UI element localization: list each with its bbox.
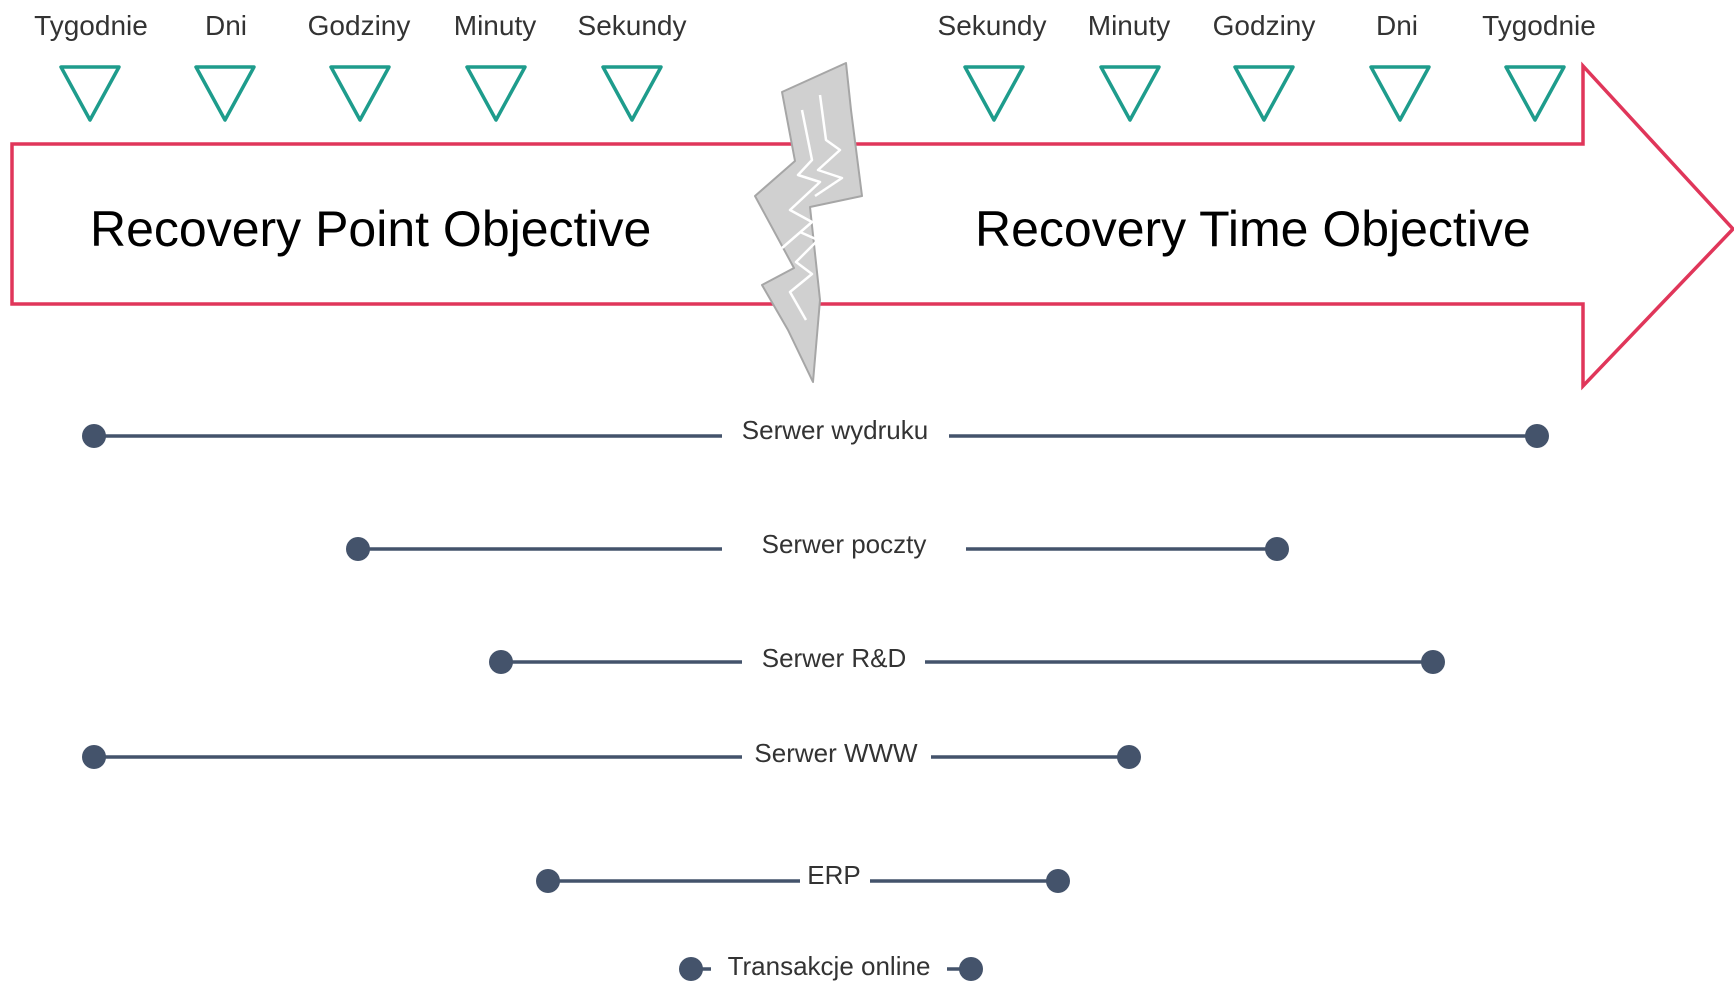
range-start-dot [489,650,513,674]
marker-triangle-icon [1369,65,1431,122]
rpo-scale: Tygodnie Dni Godziny Minuty Sekundy [34,10,686,41]
range-bar-www-server: Serwer WWW [82,738,1141,769]
range-end-dot [1525,424,1549,448]
rto-scale: Sekundy Minuty Godziny Dni Tygodnie [938,10,1596,41]
range-end-dot [959,957,983,981]
range-bar-mail-server: Serwer poczty [346,529,1289,561]
range-start-dot [82,424,106,448]
range-bar-erp: ERP [536,860,1070,893]
range-start-dot [346,537,370,561]
marker-triangle-icon [59,65,121,122]
range-start-dot [536,869,560,893]
range-label: ERP [807,860,860,890]
marker-triangle-icon [194,65,256,122]
rpo-label-days: Dni [205,10,247,41]
rpo-title: Recovery Point Objective [90,201,651,257]
lightning-bolt-icon [754,62,863,383]
range-start-dot [679,957,703,981]
range-bar-online-transactions: Transakcje online [679,951,983,981]
rto-title: Recovery Time Objective [975,201,1531,257]
rto-label-hours: Godziny [1213,10,1316,41]
range-end-dot [1421,650,1445,674]
range-label: Serwer R&D [762,643,906,673]
marker-triangle-icon [1099,65,1161,122]
rto-label-seconds: Sekundy [938,10,1047,41]
rto-label-minutes: Minuty [1088,10,1170,41]
range-end-dot [1046,869,1070,893]
range-label: Serwer poczty [762,529,927,559]
rpo-label-weeks: Tygodnie [34,10,148,41]
range-label: Serwer wydruku [742,415,928,445]
range-label: Transakcje online [728,951,931,981]
marker-triangle-icon [329,65,391,122]
range-end-dot [1265,537,1289,561]
range-label: Serwer WWW [754,738,918,768]
rpo-label-seconds: Sekundy [578,10,687,41]
scale-markers [59,65,1566,122]
marker-triangle-icon [1504,65,1566,122]
rto-label-weeks: Tygodnie [1482,10,1596,41]
marker-triangle-icon [1233,65,1295,122]
marker-triangle-icon [601,65,663,122]
range-bar-rd-server: Serwer R&D [489,643,1445,674]
system-ranges: Serwer wydruku Serwer poczty Serwer R&D … [82,415,1549,981]
timeline-arrow [10,61,1734,391]
rpo-label-hours: Godziny [308,10,411,41]
rto-label-days: Dni [1376,10,1418,41]
range-end-dot [1117,745,1141,769]
marker-triangle-icon [465,65,527,122]
rpo-label-minutes: Minuty [454,10,536,41]
range-bar-print-server: Serwer wydruku [82,415,1549,448]
range-start-dot [82,745,106,769]
marker-triangle-icon [963,65,1025,122]
